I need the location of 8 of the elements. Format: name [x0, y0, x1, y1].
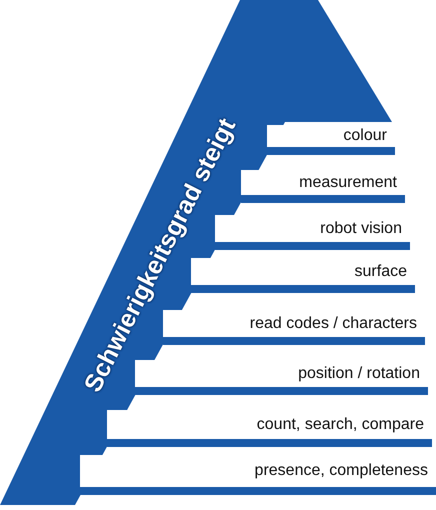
stair-step: count, search, compare: [106, 410, 432, 447]
stair-step: robot vision: [214, 215, 410, 250]
stair-step: presence, completeness: [80, 455, 436, 495]
stair-step: surface: [191, 258, 415, 293]
stair-step: position / rotation: [135, 360, 428, 395]
stair-step: measurement: [240, 170, 405, 203]
stair-step: colour: [266, 125, 395, 155]
stair-step: read codes / characters: [162, 310, 425, 345]
